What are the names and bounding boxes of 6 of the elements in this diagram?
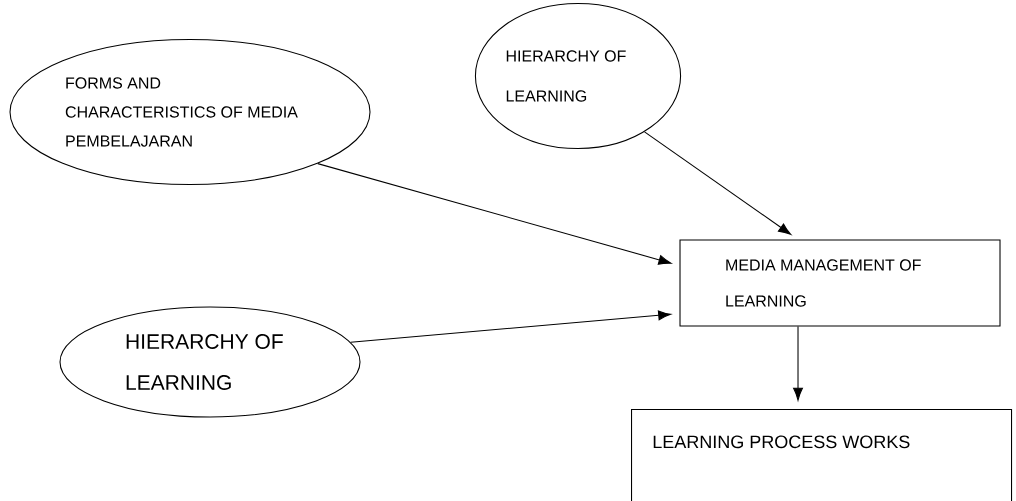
process-box: MEDIA MANAGEMENT OF LEARNING [679, 239, 1001, 327]
arrow [317, 163, 672, 265]
process-box: LEARNING PROCESS WORKS [631, 409, 1013, 501]
arrow [793, 326, 803, 401]
arrow [350, 310, 672, 343]
arrow [644, 131, 792, 235]
